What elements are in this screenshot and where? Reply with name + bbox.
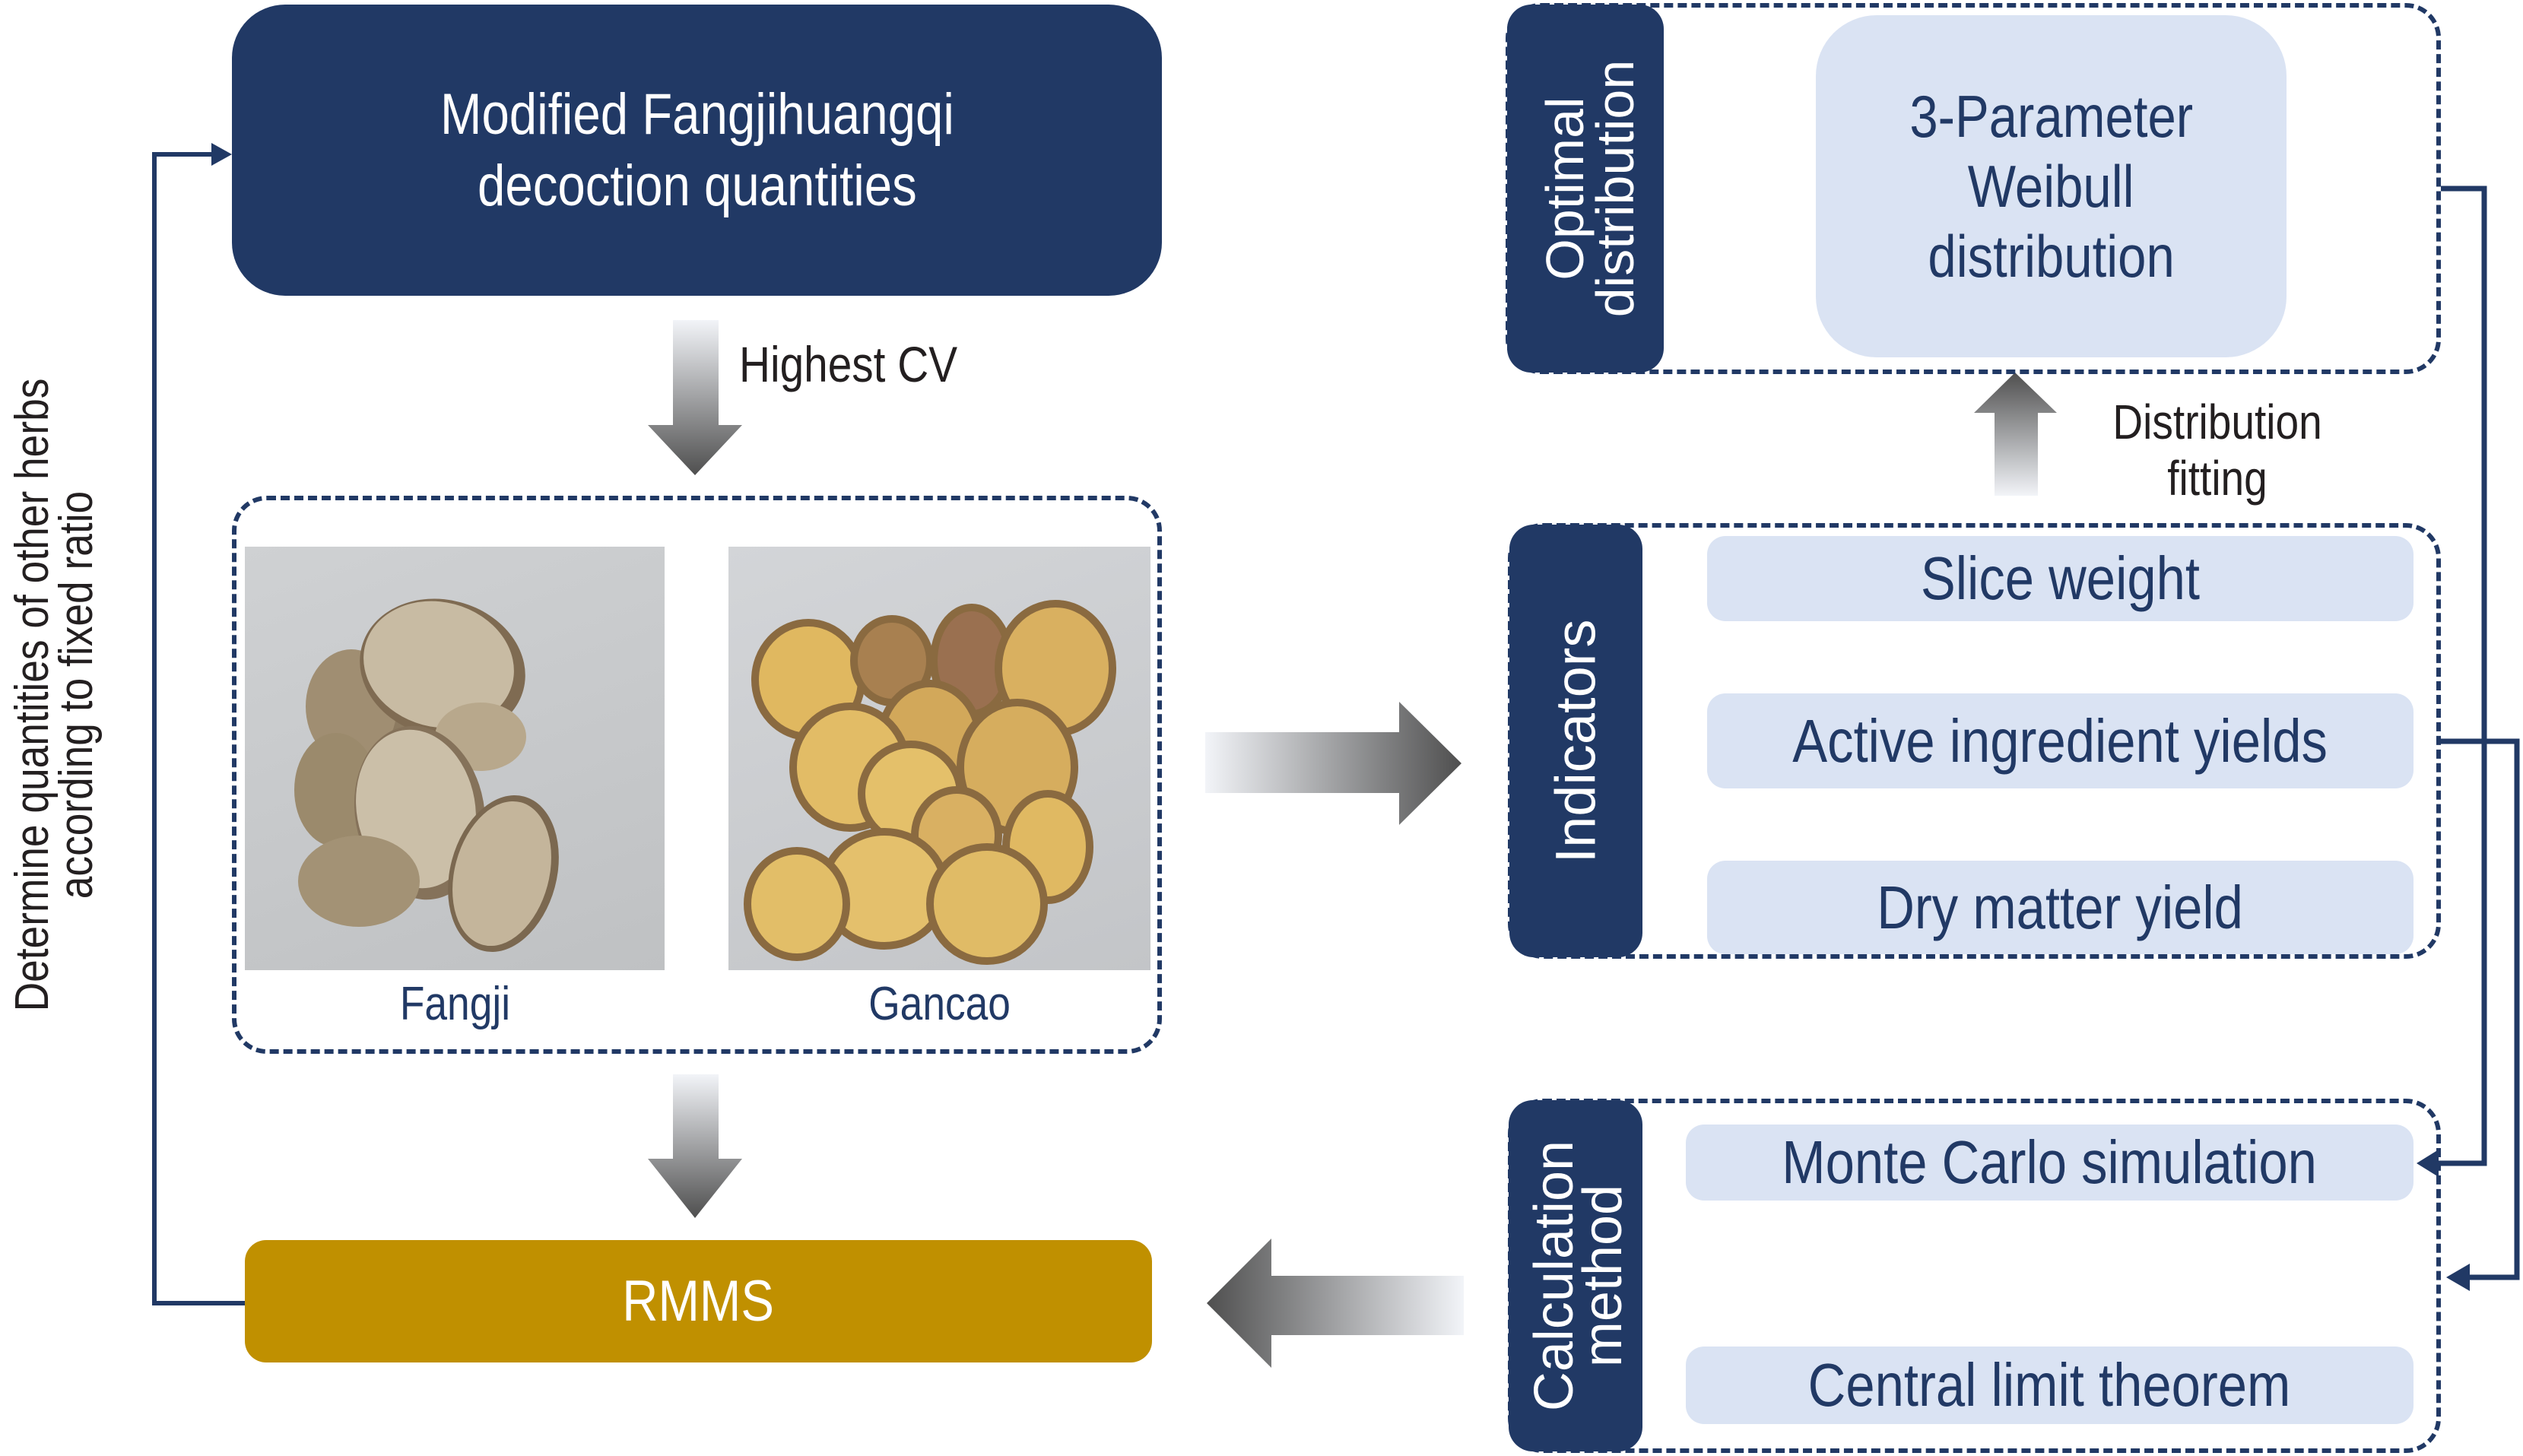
- indicators-tab-label: Indicators: [1544, 619, 1607, 864]
- distribution-fitting-label: Distribution fitting: [2065, 394, 2369, 506]
- optimal-distribution-tab-line1: Optimal: [1535, 97, 1595, 281]
- decoction-quantities-box: Modified Fangjihuangqi decoction quantit…: [232, 5, 1162, 296]
- weibull-distribution-box: 3-Parameter Weibull distribution: [1816, 15, 2287, 357]
- indicators-to-calculation-connector: [2441, 738, 2520, 1280]
- method-central-limit-theorem: Central limit theorem: [1686, 1347, 2414, 1424]
- montecarlo-arrowhead: [2417, 1150, 2439, 1177]
- calculation-method-tab-line1: Calculation: [1524, 1140, 1585, 1412]
- feedback-label-line2: according to fixed ratio: [50, 490, 103, 899]
- indicator-active-ingredient-yields: Active ingredient yields: [1707, 693, 2414, 788]
- decoction-quantities-line1: Modified Fangjihuangqi: [440, 81, 954, 147]
- weibull-line2: Weibull: [1968, 153, 2134, 220]
- weibull-line3: distribution: [1928, 223, 2175, 290]
- down-arrow-to-rmms: [648, 1074, 742, 1218]
- indicators-tab: Indicators: [1509, 525, 1642, 957]
- method-monte-carlo: Monte Carlo simulation: [1686, 1125, 2414, 1201]
- highest-cv-arrow: [648, 320, 742, 475]
- feedback-label-line1: Determine quantities of other herbs: [6, 378, 59, 1012]
- optimal-distribution-tab-line2: distribution: [1585, 59, 1645, 318]
- highest-cv-label: Highest CV: [739, 339, 993, 389]
- fangji-slices-image: [294, 598, 559, 953]
- dry-matter-yield-label: Dry matter yield: [1877, 873, 2244, 941]
- weibull-line1: 3-Parameter: [1909, 83, 2193, 150]
- feedback-connector: [152, 152, 245, 1305]
- calculation-method-tab-line2: method: [1573, 1184, 1633, 1368]
- monte-carlo-label: Monte Carlo simulation: [1782, 1128, 2318, 1196]
- distribution-fitting-line2: fitting: [2167, 451, 2268, 506]
- herb-photos-group: [232, 496, 1162, 1054]
- rmms-label: RMMS: [622, 1269, 775, 1334]
- calculation-method-tab: Calculation method: [1509, 1100, 1642, 1451]
- rmms-box: RMMS: [245, 1240, 1152, 1362]
- decoction-quantities-line2: decoction quantities: [477, 153, 917, 218]
- weibull-to-montecarlo-connector: [2433, 186, 2487, 1166]
- optimal-distribution-tab: Optimal distribution: [1507, 5, 1664, 373]
- gancao-slices-image: [744, 600, 1116, 965]
- gancao-photo: [728, 547, 1150, 970]
- calculation-arrowhead: [2446, 1264, 2470, 1291]
- distribution-fitting-line1: Distribution: [2112, 395, 2322, 449]
- feedback-label: Determine quantities of other herbs acco…: [6, 300, 103, 1090]
- fangji-label-text: Fangji: [399, 978, 510, 1030]
- indicator-slice-weight: Slice weight: [1707, 536, 2414, 621]
- left-arrow-to-rmms: [1207, 1239, 1464, 1368]
- central-limit-theorem-label: Central limit theorem: [1808, 1351, 2291, 1419]
- fangji-label: Fangji: [245, 981, 665, 1028]
- gancao-label: Gancao: [728, 981, 1150, 1028]
- gancao-label-text: Gancao: [868, 978, 1011, 1030]
- highest-cv-text: Highest CV: [739, 336, 958, 392]
- indicator-dry-matter-yield: Dry matter yield: [1707, 861, 2414, 954]
- right-arrow-to-indicators: [1205, 702, 1461, 825]
- fangji-photo: [245, 547, 665, 970]
- distribution-fitting-arrow: [1974, 373, 2057, 496]
- active-ingredient-yields-label: Active ingredient yields: [1792, 706, 2328, 775]
- slice-weight-label: Slice weight: [1920, 544, 2201, 612]
- feedback-arrowhead: [211, 143, 232, 166]
